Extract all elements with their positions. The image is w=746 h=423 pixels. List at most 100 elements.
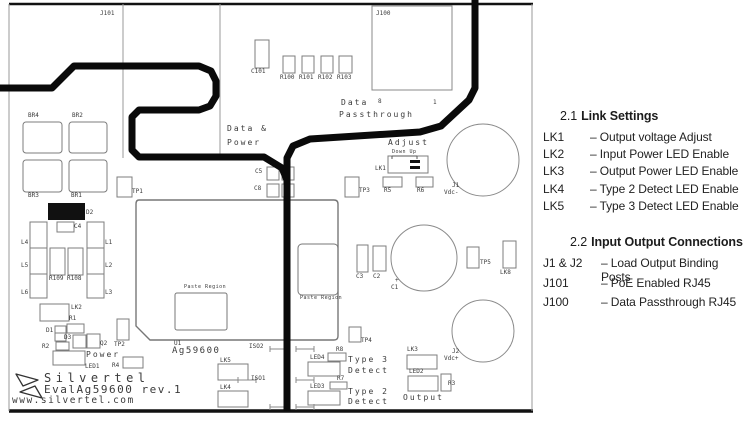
list-item: LK3– Output Power LED Enable bbox=[543, 164, 746, 181]
list-item: J100 – Data Passthrough RJ45 bbox=[543, 295, 746, 315]
ref-l5: L5 bbox=[21, 262, 29, 269]
ref-iso2: ISO2 bbox=[249, 343, 264, 350]
ref-led3: LED3 bbox=[310, 383, 325, 390]
ref-r101: R101 bbox=[299, 74, 314, 81]
list-item: J1 & J2– Load Output Binding Posts bbox=[543, 256, 746, 284]
ref-j100: J100 bbox=[376, 10, 391, 17]
zone-type2-2: Detect bbox=[348, 397, 389, 406]
iso-bracket-marks bbox=[237, 155, 418, 410]
ref-r6: R6 bbox=[417, 187, 425, 194]
list-item: LK2– Input Power LED Enable bbox=[543, 147, 746, 164]
ref-c5: C5 bbox=[255, 168, 263, 175]
zone-output: Output bbox=[403, 393, 444, 402]
board-outline bbox=[8, 2, 533, 413]
ref-tp4: TP4 bbox=[361, 337, 372, 344]
list-item: LK1 – Output voltage Adjust bbox=[543, 130, 746, 147]
ref-r7: R7 bbox=[337, 375, 345, 382]
zone-adjust: Adjust bbox=[388, 138, 429, 147]
brand-name: Silvertel bbox=[44, 371, 150, 385]
ic-part-number: Ag59600 bbox=[172, 346, 221, 356]
ref-tp2: TP2 bbox=[114, 341, 125, 348]
io-connections-list: J1 & J2– Load Output Binding Posts J101 –… bbox=[543, 256, 746, 315]
ref-c4: C4 bbox=[74, 223, 82, 230]
ref-lk2: LK2 bbox=[71, 304, 82, 311]
ref-lk4: LK4 bbox=[220, 384, 231, 391]
item-desc: – Data Passthrough RJ45 bbox=[601, 295, 737, 310]
ref-j2: J2 bbox=[452, 348, 460, 355]
ref-q2: Q2 bbox=[100, 340, 108, 347]
ref-d3: D3 bbox=[64, 334, 72, 341]
ref-pin8: 8 bbox=[378, 98, 382, 105]
ref-r2: R2 bbox=[42, 343, 50, 350]
item-desc: – Type 2 Detect LED Enable bbox=[590, 181, 739, 196]
ref-iso1: ISO1 bbox=[251, 375, 266, 382]
item-label: LK1 bbox=[543, 130, 565, 144]
zone-passthrough-2: Passthrough bbox=[339, 110, 414, 119]
ref-l6: L6 bbox=[21, 289, 29, 296]
item-desc: – PoE Enabled RJ45 bbox=[601, 275, 711, 290]
ref-br2: BR2 bbox=[72, 112, 83, 119]
ref-lk3: LK3 bbox=[407, 346, 418, 353]
ref-c101: C101 bbox=[251, 68, 266, 75]
zone-passthrough-1: Data bbox=[341, 98, 369, 107]
item-desc: – Load Output Binding Posts bbox=[601, 256, 719, 284]
ref-br3: BR3 bbox=[28, 192, 39, 199]
ref-led4: LED4 bbox=[310, 354, 325, 361]
ref-tp5: TP5 bbox=[480, 259, 491, 266]
item-desc: – Type 3 Detect LED Enable bbox=[590, 198, 739, 213]
ref-lk1: LK1 bbox=[375, 165, 386, 172]
ref-r108: R108 bbox=[67, 275, 82, 282]
ref-d1: D1 bbox=[46, 327, 54, 334]
filled-components bbox=[48, 160, 420, 220]
paste-region-label-left: Paste Region bbox=[184, 284, 227, 290]
ref-d2: D2 bbox=[86, 209, 94, 216]
item-desc: – Input Power LED Enable bbox=[590, 147, 730, 162]
ref-r102: R102 bbox=[318, 74, 333, 81]
ref-pin1: 1 bbox=[433, 99, 437, 106]
ref-r1: R1 bbox=[69, 315, 77, 322]
ref-l4: L4 bbox=[21, 239, 29, 246]
ref-led1: LED1 bbox=[85, 363, 100, 370]
ref-lk8: LK8 bbox=[500, 269, 511, 276]
zone-type2-1: Type 2 bbox=[348, 387, 389, 396]
ref-r109: R109 bbox=[49, 275, 64, 282]
ref-c3: C3 bbox=[356, 273, 364, 280]
paste-region-label-right: Paste Region bbox=[300, 295, 343, 301]
rj45-connector-outlines bbox=[122, 4, 453, 158]
section-title: Input Output Connections bbox=[591, 235, 743, 249]
section-number: 2.1 bbox=[560, 109, 578, 123]
ref-c2: C2 bbox=[373, 273, 381, 280]
link-settings-list: LK1 – Output voltage Adjust LK2– Input Po… bbox=[543, 130, 746, 216]
item-label: J101 bbox=[543, 275, 569, 290]
zone-type3-2: Detect bbox=[348, 366, 389, 375]
board-model: EvalAg59600 rev.1 bbox=[44, 383, 183, 396]
ref-br1: BR1 bbox=[71, 192, 82, 199]
ref-r5: R5 bbox=[384, 187, 392, 194]
ref-j2-polarity: Vdc+ bbox=[444, 355, 459, 362]
item-label: LK3 bbox=[543, 164, 565, 179]
ref-c1: C1 bbox=[391, 284, 399, 291]
zone-down-up: Down Up bbox=[392, 149, 417, 155]
power-trace-right bbox=[283, 0, 479, 411]
section-number: 2.2 bbox=[570, 235, 588, 249]
ref-led2: LED2 bbox=[409, 368, 424, 375]
list-item: LK5– Type 3 Detect LED Enable bbox=[543, 199, 746, 216]
zone-power: Power bbox=[86, 350, 121, 359]
item-desc: – Output voltage Adjust bbox=[590, 130, 712, 144]
ref-tp1: TP1 bbox=[132, 188, 143, 195]
ref-r3: R3 bbox=[448, 380, 456, 387]
ref-r4: R4 bbox=[112, 362, 120, 369]
ref-u1: U1 bbox=[174, 340, 182, 347]
item-label: J100 bbox=[543, 295, 569, 310]
ref-j1-polarity: Vdc- bbox=[444, 189, 459, 196]
ref-br4: BR4 bbox=[28, 112, 39, 119]
zone-type3-1: Type 3 bbox=[348, 355, 389, 364]
ref-r103: R103 bbox=[337, 74, 352, 81]
